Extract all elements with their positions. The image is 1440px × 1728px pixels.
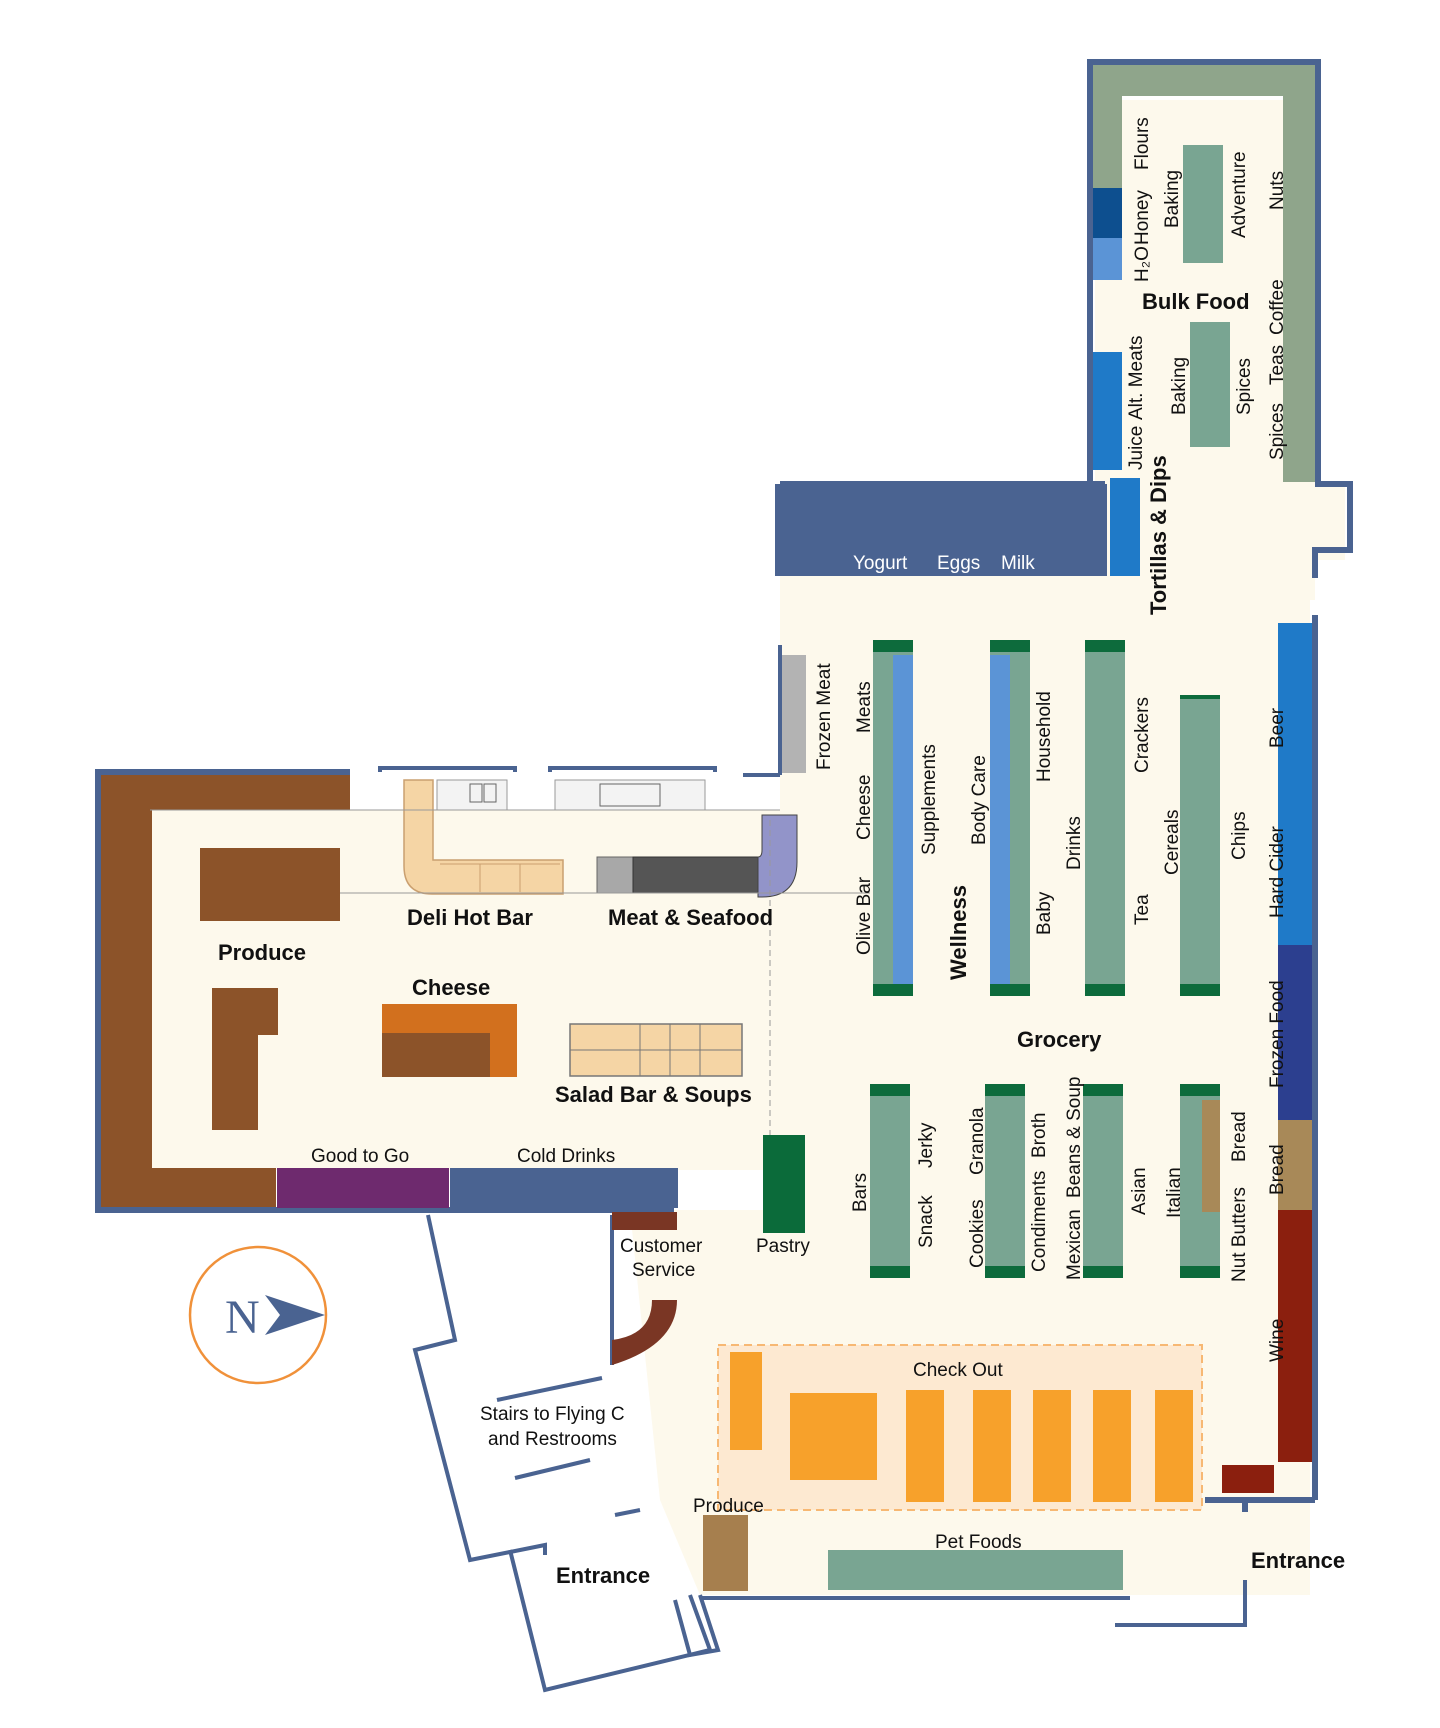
bulk-food-section [1093,65,1315,482]
label-cheese-aisle: Cheese [854,775,875,841]
label-household: Household [1034,691,1055,782]
label-stairs-2: and Restrooms [488,1429,617,1450]
department-dividers [150,809,870,1165]
label-beer: Beer [1267,707,1288,748]
label-salad-bar: Salad Bar & Soups [555,1082,752,1107]
label-good-to-go: Good to Go [311,1146,409,1167]
label-frozen-meat: Frozen Meat [814,663,835,770]
label-stairs-1: Stairs to Flying C [480,1404,625,1425]
dairy-wall [775,484,1107,576]
label-meat-seafood: Meat & Seafood [608,905,773,930]
label-condiments: Condiments [1029,1171,1050,1272]
label-pet-foods: Pet Foods [935,1532,1022,1553]
label-snack: Snack [916,1195,937,1248]
area-labels: Produce Cheese Deli Hot Bar Meat & Seafo… [218,289,1345,1588]
label-italian: Italian [1164,1167,1185,1218]
label-cold-drinks: Cold Drinks [517,1146,615,1167]
grocery-aisles-top [1085,640,1220,996]
label-h2o: H₂O [1132,246,1153,282]
label-teas: Teas [1267,345,1288,385]
label-deli-hot-bar: Deli Hot Bar [407,905,533,930]
label-drinks: Drinks [1064,816,1085,870]
north-arrow-icon: N [188,1245,328,1385]
label-customer-2: Service [632,1260,695,1281]
right-wall-cases [1222,623,1312,1493]
label-juice: Juice [1126,426,1147,470]
label-jerky: Jerky [916,1122,937,1168]
cheese-counter [382,1004,517,1077]
salad-bar [569,1023,743,1077]
label-entrance-left: Entrance [556,1563,650,1588]
label-pastry: Pastry [756,1236,810,1257]
label-produce: Produce [218,940,306,965]
label-body-care: Body Care [969,755,990,845]
meat-seafood-counter [554,779,798,898]
pastry-case [763,1135,805,1233]
frozen-meat-case [782,655,806,773]
label-cereals: Cereals [1162,810,1183,875]
produce-entrance-bin [703,1515,748,1591]
label-honey: Honey [1132,190,1153,245]
bulk-labels: Flours Honey H₂O Baking Adventure Nuts J… [1126,117,1288,470]
label-milk: Milk [1001,553,1035,574]
produce-section [101,775,350,1207]
label-baby: Baby [1034,891,1055,935]
label-crackers: Crackers [1132,697,1153,773]
label-alt-meats: Alt. Meats [1126,336,1147,420]
label-bread-aisle: Bread [1229,1111,1250,1162]
label-adventure: Adventure [1229,151,1250,238]
tortillas-dips-case [1110,478,1140,576]
label-granola: Granola [967,1107,988,1175]
label-flours: Flours [1132,117,1153,170]
checkout-area [717,1344,1203,1511]
label-tea: Tea [1132,894,1153,925]
grocery-aisles-bottom [870,1084,1220,1278]
stairs-wing [412,1214,721,1693]
label-meats: Meats [854,681,875,733]
label-mexican: Mexican [1064,1209,1085,1280]
label-grocery: Grocery [1017,1027,1102,1052]
label-nuts: Nuts [1267,171,1288,210]
label-customer-1: Customer [620,1236,703,1257]
label-broth: Broth [1029,1113,1050,1158]
label-entrance-right: Entrance [1251,1548,1345,1573]
label-bread-wall: Bread [1267,1144,1288,1195]
label-beans-soup: Beans & Soup [1064,1077,1085,1198]
label-yogurt: Yogurt [853,553,908,574]
label-coffee: Coffee [1267,279,1288,335]
cold-drinks-case [450,1168,678,1208]
label-spices-1: Spices [1234,358,1255,415]
label-asian: Asian [1129,1167,1150,1215]
label-olive-bar: Olive Bar [854,876,875,955]
aisle-labels: Frozen Meat Meats Cheese Olive Bar Suppl… [814,663,1288,1362]
label-eggs: Eggs [937,553,980,574]
compass-letter: N [225,1291,260,1344]
good-to-go-case [277,1168,449,1208]
label-cookies: Cookies [967,1199,988,1268]
label-bars: Bars [850,1173,871,1212]
label-chips: Chips [1229,811,1250,860]
label-frozen-food: Frozen Food [1267,980,1288,1088]
label-spices-2: Spices [1267,403,1288,460]
label-wine: Wine [1267,1319,1288,1362]
label-wellness: Wellness [946,885,971,980]
label-cheese: Cheese [412,975,490,1000]
label-produce-small: Produce [693,1496,764,1517]
label-check-out: Check Out [913,1360,1003,1381]
label-baking-1: Baking [1162,170,1183,228]
label-nut-butters: Nut Butters [1229,1187,1250,1282]
dairy-labels: Yogurt Eggs Milk [853,553,1035,574]
label-supplements: Supplements [919,744,940,855]
label-bulk-food: Bulk Food [1142,289,1250,314]
label-baking-2: Baking [1169,357,1190,415]
pet-foods-shelf [828,1550,1123,1590]
label-tortillas-dips: Tortillas & Dips [1146,455,1171,615]
customer-service-desk [612,1212,677,1365]
label-hard-cider: Hard Cider [1267,825,1288,918]
deli-hot-bar-counter [403,779,564,895]
wellness-aisles [873,640,1030,996]
